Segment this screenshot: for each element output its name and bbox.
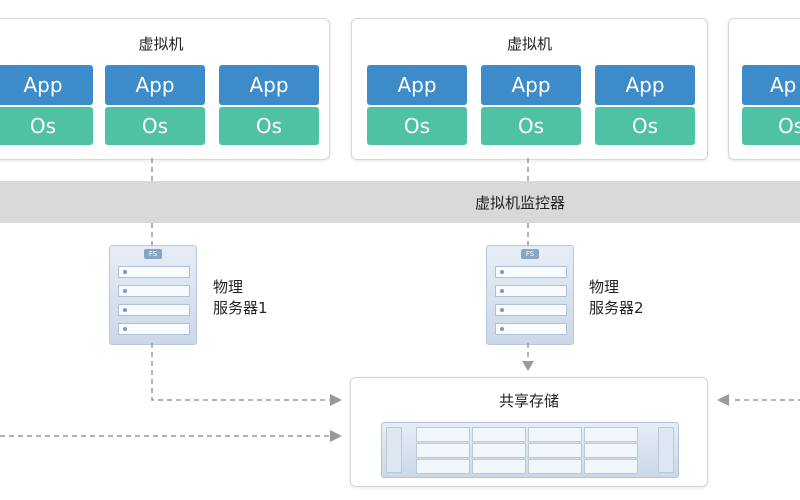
- app-block: App: [595, 65, 695, 105]
- server-icon: FS: [486, 245, 574, 345]
- vm-stack: App Os: [481, 65, 581, 165]
- storage-cell: [528, 427, 582, 442]
- arrow-head-icon: [522, 361, 534, 371]
- vm-stack: App Os: [367, 65, 467, 165]
- server-logo: FS: [521, 249, 539, 259]
- os-block: Os: [742, 107, 800, 145]
- storage-cell: [472, 427, 526, 442]
- server-label-line2: 服务器2: [589, 299, 644, 317]
- server-icon: FS: [109, 245, 197, 345]
- vm-stack: App Os: [219, 65, 319, 165]
- server-slot: [495, 323, 567, 335]
- storage-cell: [584, 459, 638, 474]
- storage-cell: [584, 427, 638, 442]
- server-label-line2: 服务器1: [213, 299, 268, 317]
- shared-storage-card: 共享存储: [350, 377, 708, 487]
- storage-ear: [386, 427, 402, 473]
- connector-server1-storage: [151, 343, 330, 401]
- os-block: Os: [481, 107, 581, 145]
- app-block: App: [219, 65, 319, 105]
- vm-card-3: Ap Os: [728, 18, 800, 160]
- arrow-head-icon: [717, 394, 729, 406]
- storage-cell: [416, 443, 470, 458]
- server-label-1: 物理 服务器1: [213, 277, 268, 319]
- os-block: Os: [105, 107, 205, 145]
- os-block: Os: [367, 107, 467, 145]
- storage-cell: [472, 443, 526, 458]
- storage-cell: [584, 443, 638, 458]
- app-block: Ap: [742, 65, 800, 105]
- server-slot: [495, 285, 567, 297]
- storage-array-icon: [381, 422, 679, 478]
- os-block: Os: [219, 107, 319, 145]
- server-slot: [118, 323, 190, 335]
- vm-card-2: 虚拟机 App Os App Os App Os: [351, 18, 708, 160]
- storage-title: 共享存储: [498, 392, 559, 410]
- vm-card-1: 虚拟机 App Os App Os App Os: [0, 18, 330, 160]
- server-label-line1: 物理: [213, 278, 244, 296]
- vm-stack: App Os: [105, 65, 205, 165]
- storage-cell: [528, 459, 582, 474]
- app-block: App: [481, 65, 581, 105]
- server-label-2: 物理 服务器2: [589, 277, 644, 319]
- hypervisor-label: 虚拟机监控器: [475, 194, 566, 212]
- storage-ear: [658, 427, 674, 473]
- server-slot: [118, 304, 190, 316]
- storage-cell: [416, 459, 470, 474]
- arrow-head-icon: [330, 394, 342, 406]
- server-slot: [118, 285, 190, 297]
- server-slot: [495, 266, 567, 278]
- app-block: App: [0, 65, 93, 105]
- os-block: Os: [595, 107, 695, 145]
- vm-stack: App Os: [595, 65, 695, 165]
- arrow-head-icon: [330, 430, 342, 442]
- server-label-line1: 物理: [589, 278, 620, 296]
- app-block: App: [105, 65, 205, 105]
- storage-cell: [416, 427, 470, 442]
- vm-stack: App Os: [0, 65, 93, 165]
- hypervisor-bar: 虚拟机监控器: [0, 181, 800, 223]
- storage-cell: [528, 443, 582, 458]
- os-block: Os: [0, 107, 93, 145]
- server-slot: [495, 304, 567, 316]
- vm-stack: Ap Os: [742, 65, 800, 165]
- storage-cell: [472, 459, 526, 474]
- server-slot: [118, 266, 190, 278]
- vm-title: 虚拟机: [138, 35, 184, 53]
- server-logo: FS: [144, 249, 162, 259]
- vm-title: 虚拟机: [506, 35, 552, 53]
- app-block: App: [367, 65, 467, 105]
